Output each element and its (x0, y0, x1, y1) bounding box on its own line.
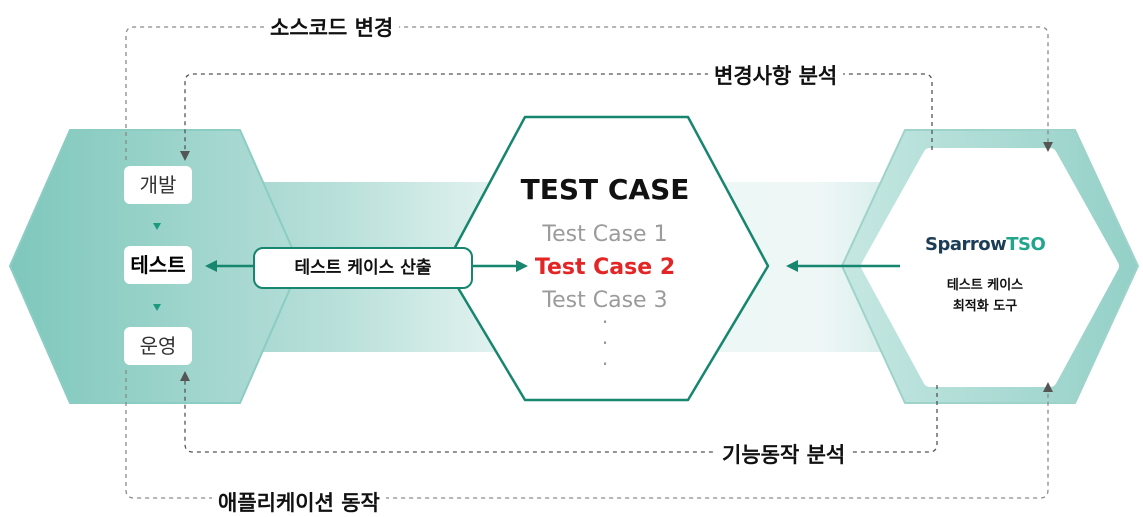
logo-brand-suffix: TSO (1006, 234, 1046, 255)
source-change-label: 소스코드 변경 (264, 12, 400, 42)
test-case-item: Test Case 1 (542, 222, 668, 247)
app-operation-flow-line (125, 370, 1053, 499)
change-analysis-label: 변경사항 분석 (708, 60, 844, 90)
test-case-ellipsis: ··· (601, 310, 609, 376)
test-case-item: Test Case 3 (542, 288, 668, 313)
stage-test: 테스트 (124, 246, 192, 284)
logo-brand-main: Sparrow (925, 234, 1007, 255)
test-case-extraction-label: 테스트 케이스 산출 (253, 247, 473, 289)
tool-description-line2: 최적화 도구 (952, 299, 1018, 314)
test-case-title: TEST CASE (520, 173, 690, 206)
tool-description: 테스트 케이스 최적화 도구 (915, 275, 1055, 317)
sparrow-tso-logo: SparrowTSO (925, 234, 1046, 255)
tool-description-line1: 테스트 케이스 (946, 278, 1024, 293)
stage-arrow-down-icon (153, 304, 161, 311)
stage-operate: 운영 (124, 327, 192, 365)
stage-develop: 개발 (124, 166, 192, 204)
tool-hexagon-inner (861, 148, 1119, 387)
function-analysis-label: 기능동작 분석 (716, 439, 852, 469)
stage-arrow-down-icon (153, 223, 161, 230)
app-operation-label: 애플리케이션 동작 (212, 487, 386, 517)
function-analysis-flow-line (180, 371, 938, 453)
test-case-item-highlighted: Test Case 2 (534, 255, 676, 280)
